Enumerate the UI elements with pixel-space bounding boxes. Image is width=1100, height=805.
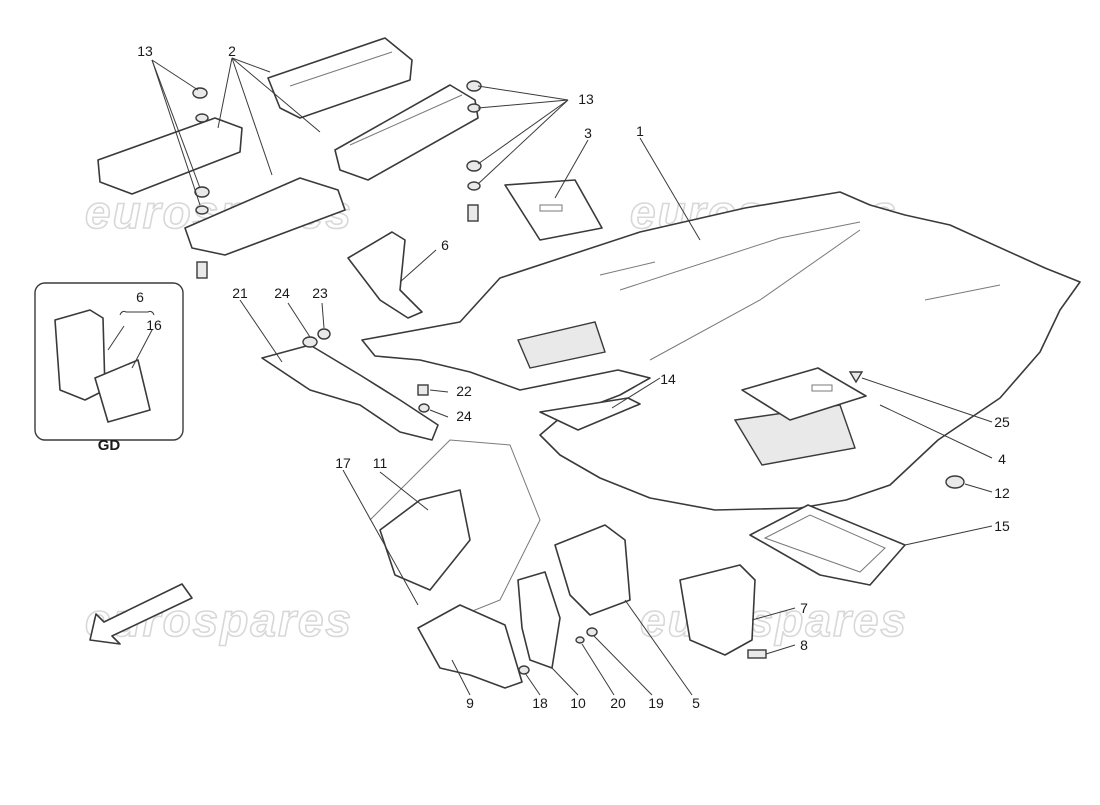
tray-inner [763, 514, 886, 573]
leader-line [131, 329, 153, 369]
inset-label: GD [98, 437, 121, 454]
slot [811, 384, 833, 392]
callout-1: 1 [636, 123, 644, 139]
mat-front-right [334, 84, 479, 181]
clip-icon [467, 204, 479, 222]
carpet-cutout [517, 321, 606, 369]
screw-icon [586, 627, 598, 637]
callout-labels: 13 2 13 3 1 6 21 24 23 22 24 14 25 4 12 … [137, 43, 1010, 711]
clip-icon [195, 205, 209, 215]
clip-icon [194, 186, 210, 198]
callout-5: 5 [692, 695, 700, 711]
callout-7: 7 [800, 600, 808, 616]
panel-part-4 [741, 367, 867, 421]
callout-3: 3 [584, 125, 592, 141]
callout-24: 24 [274, 285, 290, 301]
nut-icon [317, 328, 331, 340]
inset-gd: 6 16 GD [34, 282, 184, 454]
callout-12: 12 [994, 485, 1010, 501]
callout-13: 13 [578, 91, 594, 107]
plate-part-3 [504, 179, 603, 241]
mat-rear-right [267, 37, 413, 119]
screw-icon [848, 371, 864, 384]
callout-8: 8 [800, 637, 808, 653]
mat-rear-left [184, 177, 346, 256]
leader-lines [151, 57, 993, 696]
carpet-line [599, 261, 656, 276]
slot [539, 204, 563, 212]
mat-line [349, 94, 463, 146]
tunnel-edge [649, 229, 861, 361]
direction-arrow-icon [89, 583, 193, 645]
callout-14: 14 [660, 371, 676, 387]
strip-part-21 [261, 344, 439, 441]
main-carpet-part-1 [361, 191, 1081, 511]
carpet-outline [361, 191, 1081, 511]
clip-icon [196, 261, 208, 279]
clip-icon [466, 160, 482, 172]
callout-24: 24 [456, 408, 472, 424]
inset-part-16 [94, 359, 151, 423]
bracket-part-10 [517, 571, 561, 669]
callout-13: 13 [137, 43, 153, 59]
tray-part-15 [749, 504, 906, 586]
nut-icon [302, 336, 318, 348]
callout-6: 6 [441, 237, 449, 253]
watermark-text: eurospares [640, 594, 908, 646]
clip-icon [945, 475, 965, 489]
callout-4: 4 [998, 451, 1006, 467]
screw-icon [747, 649, 767, 659]
callout-20: 20 [610, 695, 626, 711]
floor-mats [97, 37, 479, 256]
mat-line [289, 51, 393, 87]
tunnel-edge [619, 221, 861, 291]
clip-icon [467, 181, 481, 191]
callout-23: 23 [312, 285, 328, 301]
callout-25: 25 [994, 414, 1010, 430]
bracket-part-9 [417, 604, 523, 689]
callout-10: 10 [570, 695, 586, 711]
inset-callout-16: 16 [146, 317, 162, 333]
callout-21: 21 [232, 285, 248, 301]
screw-icon [417, 384, 429, 396]
inset-brace [119, 310, 155, 316]
callout-11: 11 [373, 455, 388, 471]
callout-9: 9 [466, 695, 474, 711]
callout-19: 19 [648, 695, 664, 711]
mat-front-left [97, 117, 243, 195]
inset-callout-6: 6 [136, 289, 144, 305]
bracket-part-5 [554, 524, 631, 616]
nut-icon [518, 665, 530, 675]
bracket-part-7 [679, 564, 756, 656]
callout-17: 17 [335, 455, 351, 471]
carpet-line [924, 284, 1001, 301]
clip-icon [192, 87, 208, 99]
nut-icon [418, 403, 430, 413]
washer-icon [575, 636, 585, 644]
leader-line [107, 325, 125, 351]
insulation-part-6 [347, 231, 423, 319]
callout-15: 15 [994, 518, 1010, 534]
liner-outline [369, 439, 541, 621]
callout-22: 22 [456, 383, 472, 399]
clip-icon [195, 113, 209, 123]
callout-2: 2 [228, 43, 236, 59]
liner-part-11 [379, 489, 471, 591]
callout-18: 18 [532, 695, 548, 711]
